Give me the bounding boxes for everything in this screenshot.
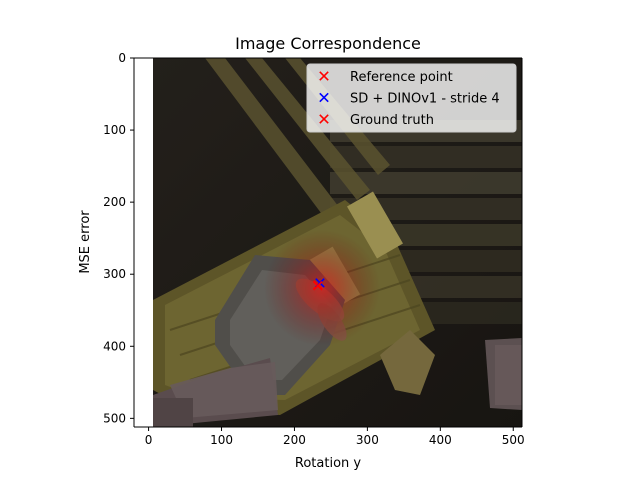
x-tick-label: 500 xyxy=(502,433,525,447)
legend-marker xyxy=(319,71,329,81)
y-tick-label: 500 xyxy=(103,411,126,425)
y-tick-label: 400 xyxy=(103,339,126,353)
y-tick-label: 300 xyxy=(103,267,126,281)
y-tick-label: 0 xyxy=(118,51,126,65)
y-axis-ticks: 0 100 200 300 400 500 xyxy=(103,51,134,425)
legend-marker xyxy=(319,114,329,124)
legend-label: Reference point xyxy=(350,70,453,85)
y-tick-label: 100 xyxy=(103,123,126,137)
axes-frame xyxy=(133,57,523,428)
data-markers xyxy=(313,278,325,291)
x-tick-label: 300 xyxy=(356,433,379,447)
x-tick-label: 400 xyxy=(429,433,452,447)
legend-marker xyxy=(319,92,329,103)
x-axis-ticks: 0 100 200 300 400 500 xyxy=(145,427,525,447)
legend-box xyxy=(306,63,517,133)
data-point xyxy=(313,280,323,291)
y-axis-label: MSE error xyxy=(78,210,93,274)
x-tick-label: 200 xyxy=(283,433,306,447)
legend-label: SD + DINOv1 - stride 4 xyxy=(350,92,500,107)
x-axis-label: Rotation y xyxy=(295,456,362,471)
x-tick-label: 100 xyxy=(210,433,233,447)
y-tick-label: 200 xyxy=(103,195,126,209)
chart-title: Image Correspondence xyxy=(235,34,421,53)
legend-label: Ground truth xyxy=(350,113,434,128)
legend: Reference point SD + DINOv1 - stride 4 Gro… xyxy=(306,63,517,133)
x-tick-label: 0 xyxy=(145,433,153,447)
